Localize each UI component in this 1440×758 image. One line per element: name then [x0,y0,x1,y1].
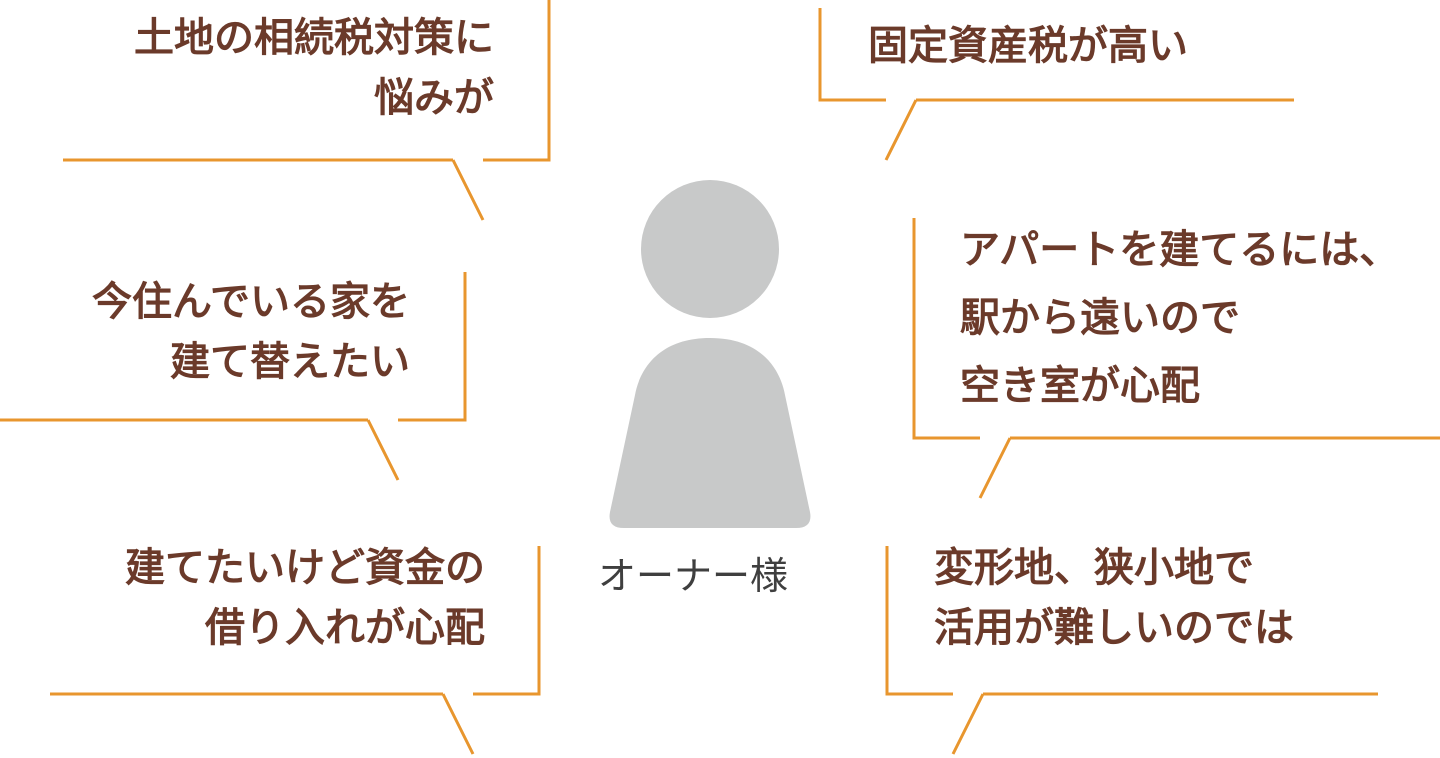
person-silhouette-icon [609,180,811,528]
bubble-line: 今住んでいる家を [92,279,410,325]
person-body [609,338,811,528]
bubble-line: 固定資産税が高い [868,23,1188,69]
bubble-apartment-vacancy: アパートを建てるには、 駅から遠いので 空き室が心配 [960,216,1399,420]
bubble-line: 建て替えたい [170,339,410,385]
person-head [641,180,779,318]
bubble-fixed-asset-tax: 固定資産税が高い [868,16,1188,76]
bubble-irregular-land: 変形地、狭小地で 活用が難しいのでは [934,538,1294,658]
bubble-frame-rebuild-house [0,272,467,481]
bubble-line: 借り入れが心配 [205,605,485,651]
owner-label: オーナー様 [598,554,789,598]
bubble-line: 活用が難しいのでは [934,605,1294,651]
bubble-frame-irregular-land [885,546,1378,755]
bubble-frame-fixed-asset-tax [818,8,1294,161]
bubble-rebuild-house: 今住んでいる家を 建て替えたい [92,272,410,392]
bubble-frame-apartment-vacancy [912,218,1440,499]
bubble-line: アパートを建てるには、 [960,227,1400,273]
bubble-frame-loan-worry [50,546,541,755]
bubble-loan-worry: 建てたいけど資金の 借り入れが心配 [125,538,485,658]
bubble-line: 建てたいけど資金の [125,545,485,591]
bubble-line: 空き室が心配 [960,363,1200,409]
bubble-line: 変形地、狭小地で [934,545,1254,591]
bubble-line: 土地の相続税対策に [134,15,494,61]
bubble-inheritance-tax: 土地の相続税対策に 悩みが [134,8,494,128]
bubble-line: 駅から遠いので [960,295,1240,341]
bubble-frame-inheritance-tax [63,0,551,221]
bubble-line: 悩みが [374,75,494,121]
